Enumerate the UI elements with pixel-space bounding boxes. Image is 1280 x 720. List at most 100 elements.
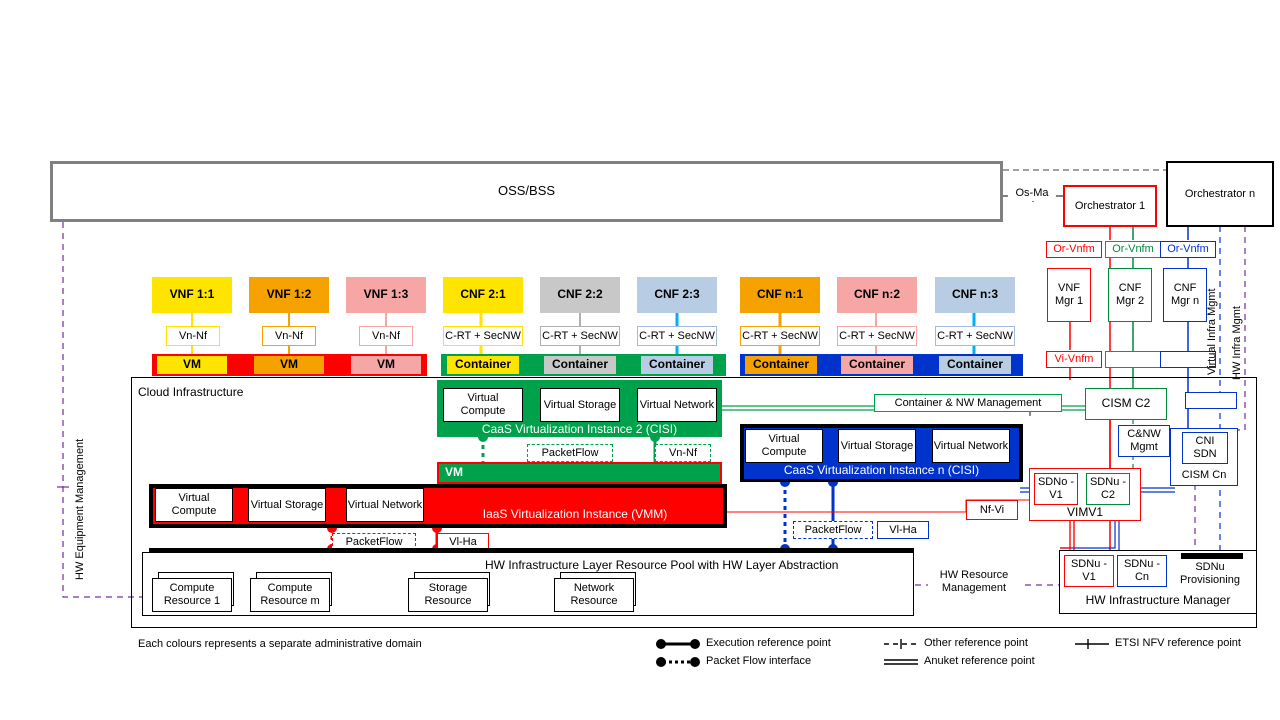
runtime-box-container-1[interactable]: Container xyxy=(447,356,519,374)
sdnu-provisioning-bar xyxy=(1181,553,1243,559)
hw-infra-mgmt-label: HW Infra Mgmt xyxy=(1231,306,1243,380)
cisin-virtual-compute: Virtual Compute xyxy=(745,429,823,463)
function-box-cnf-2-3[interactable]: CNF 2:3 xyxy=(637,277,717,313)
function-box-cnf-n-2[interactable]: CNF n:2 xyxy=(837,277,917,313)
reference-point-vn-nf-1: Vn-Nf xyxy=(166,326,220,346)
hw-resource-management-label: HW Resource Management xyxy=(928,566,1020,598)
cism-c2-box[interactable]: CISM C2 xyxy=(1085,388,1167,420)
cnf-mgr-2-box[interactable]: CNF Mgr 2 xyxy=(1108,268,1152,322)
reference-point-crt-secnw-3: C-RT + SecNW xyxy=(637,326,717,346)
legend-execution-label: Execution reference point xyxy=(706,637,831,649)
vl-ha-rp-blue: Vl-Ha xyxy=(877,521,929,539)
cisi2-virtual-compute: Virtual Compute xyxy=(443,388,523,422)
runtime-box-vm-2[interactable]: VM xyxy=(254,356,324,374)
reference-point-crt-secnw-2: C-RT + SecNW xyxy=(540,326,620,346)
vmm-virtual-compute: Virtual Compute xyxy=(155,488,233,522)
sdno-v1-box[interactable]: SDNo -V1 xyxy=(1034,473,1078,505)
hw-pool-top-bar xyxy=(149,548,914,553)
reference-point-crt-secnw-6: C-RT + SecNW xyxy=(935,326,1015,346)
reference-point-vn-nf-2: Vn-Nf xyxy=(262,326,316,346)
nf-vi-rp: Nf-Vi xyxy=(966,500,1018,520)
function-box-vnf-1-2[interactable]: VNF 1:2 xyxy=(249,277,329,313)
reference-point-crt-secnw-1: C-RT + SecNW xyxy=(443,326,523,346)
function-box-cnf-2-2[interactable]: CNF 2:2 xyxy=(540,277,620,313)
oss-bss-label: OSS/BSS xyxy=(497,183,556,199)
packetflow-rp-green: PacketFlow xyxy=(527,444,613,462)
hw-equipment-management-label: HW Equipment Management xyxy=(74,438,86,580)
vm-green-label: VM xyxy=(445,465,463,479)
function-box-vnf-1-1[interactable]: VNF 1:1 xyxy=(152,277,232,313)
or-vnfm-rp-green: Or-Vnfm xyxy=(1105,241,1161,258)
cloud-infrastructure-box xyxy=(131,377,1257,628)
cisi-2-label: CaaS Virtualization Instance 2 (CISI) xyxy=(437,422,722,437)
function-box-cnf-2-1[interactable]: CNF 2:1 xyxy=(443,277,523,313)
vi-vnfm-rp-blue-blank-2 xyxy=(1185,392,1237,409)
vi-vnfm-rp-green-blank xyxy=(1105,351,1161,368)
legend-other-icon xyxy=(884,639,918,649)
legend-packetflow-icon xyxy=(656,657,700,667)
cloud-infrastructure-label: Cloud Infrastructure xyxy=(138,385,244,399)
sdnu-c2-box[interactable]: SDNu -C2 xyxy=(1086,473,1130,505)
function-box-vnf-1-3[interactable]: VNF 1:3 xyxy=(346,277,426,313)
sdnu-v1-box[interactable]: SDNu -V1 xyxy=(1064,555,1114,587)
compute-resource-m[interactable]: Compute Resource m xyxy=(250,578,330,612)
vl-ha-rp-red: Vl-Ha xyxy=(437,533,489,551)
cism-cn-label: CISM Cn xyxy=(1181,468,1227,481)
vi-vnfm-rp-blue-blank xyxy=(1160,351,1216,368)
cisi2-virtual-storage: Virtual Storage xyxy=(540,388,620,422)
runtime-box-container-3[interactable]: Container xyxy=(641,356,713,374)
vi-vnfm-rp: Vi-Vnfm xyxy=(1046,351,1102,368)
cisi2-virtual-network: Virtual Network xyxy=(637,388,717,422)
cisin-virtual-storage: Virtual Storage xyxy=(838,429,916,463)
vnf-mgr-1-box[interactable]: VNF Mgr 1 xyxy=(1047,268,1091,322)
vmm-virtual-storage: Virtual Storage xyxy=(248,488,326,522)
storage-resource[interactable]: Storage Resource xyxy=(408,578,488,612)
virtual-infra-mgmt-label: Virtual Infra Mgmt xyxy=(1206,288,1218,375)
orchestrator-n-label: Orchestrator n xyxy=(1184,187,1256,200)
runtime-box-container-6[interactable]: Container xyxy=(939,356,1011,374)
compute-resource-1[interactable]: Compute Resource 1 xyxy=(152,578,232,612)
runtime-box-container-5[interactable]: Container xyxy=(841,356,913,374)
vmm-label: IaaS Virtualization Instance (VMM) xyxy=(430,506,720,524)
reference-point-crt-secnw-4: C-RT + SecNW xyxy=(740,326,820,346)
sdnu-cn-box[interactable]: SDNu -Cn xyxy=(1117,555,1167,587)
legend-packetflow-label: Packet Flow interface xyxy=(706,655,812,667)
runtime-box-vm-1[interactable]: VM xyxy=(157,356,227,374)
cisi-n-label: CaaS Virtualization Instance n (CISI) xyxy=(744,463,1019,479)
vm-green-strip[interactable] xyxy=(437,462,722,484)
c-nw-mgmt-rp: C&NW Mgmt xyxy=(1118,425,1170,457)
cni-sdn-rp: CNI SDN xyxy=(1182,432,1228,464)
legend-anuket-icon xyxy=(884,659,918,665)
runtime-box-container-4[interactable]: Container xyxy=(745,356,817,374)
orchestrator-1-label: Orchestrator 1 xyxy=(1074,199,1146,212)
os-ma-label: Os-Ma xyxy=(1008,185,1056,201)
legend-anuket-label: Anuket reference point xyxy=(924,655,1035,667)
container-nw-management-rp: Container & NW Management xyxy=(874,394,1062,412)
legend-other-label: Other reference point xyxy=(924,637,1028,649)
reference-point-vn-nf-3: Vn-Nf xyxy=(359,326,413,346)
oss-bss-box[interactable]: OSS/BSS xyxy=(50,161,1003,222)
vn-nf-rp-green: Vn-Nf xyxy=(655,444,711,462)
runtime-box-container-2[interactable]: Container xyxy=(544,356,616,374)
function-box-cnf-n-3[interactable]: CNF n:3 xyxy=(935,277,1015,313)
sdnu-provisioning-box[interactable]: SDNu Provisioning xyxy=(1170,559,1250,589)
legend-etsi-label: ETSI NFV reference point xyxy=(1115,637,1241,649)
legend-etsi-icon xyxy=(1075,639,1109,649)
network-resource[interactable]: Network Resource xyxy=(554,578,634,612)
cnf-mgr-n-box[interactable]: CNF Mgr n xyxy=(1163,268,1207,322)
or-vnfm-rp-red: Or-Vnfm xyxy=(1046,241,1102,258)
function-box-cnf-n-1[interactable]: CNF n:1 xyxy=(740,277,820,313)
legend-execution-icon xyxy=(656,639,700,649)
orchestrator-1-box[interactable]: Orchestrator 1 xyxy=(1063,185,1157,227)
footnote-colours: Each colours represents a separate admin… xyxy=(138,638,422,650)
runtime-box-vm-3[interactable]: VM xyxy=(351,356,421,374)
cisin-virtual-network: Virtual Network xyxy=(932,429,1010,463)
hw-pool-label: HW Infrastructure Layer Resource Pool wi… xyxy=(485,558,839,572)
vmm-virtual-network: Virtual Network xyxy=(346,488,424,522)
vimv1-label: VIMV1 xyxy=(1066,504,1103,519)
hw-infrastructure-manager-label: HW Infrastructure Manager xyxy=(1085,593,1231,608)
packetflow-rp-red: PacketFlow xyxy=(332,533,416,551)
packetflow-rp-blue: PacketFlow xyxy=(793,521,873,539)
orchestrator-n-box[interactable]: Orchestrator n xyxy=(1166,161,1274,227)
